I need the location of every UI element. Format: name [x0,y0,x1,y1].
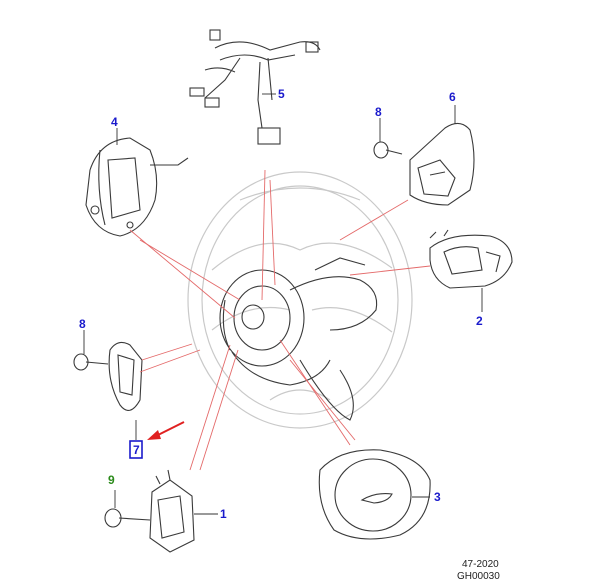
screw-part-8-lower [73,353,109,371]
callout-6[interactable]: 6 [449,90,456,104]
callout-4[interactable]: 4 [111,115,118,129]
callout-9[interactable]: 9 [108,473,115,487]
screw-part-8-upper [373,141,403,159]
switch-pack-part-1 [149,469,195,553]
callout-3[interactable]: 3 [434,490,441,504]
switch-pack-part-2 [429,229,513,289]
drawing-code: GH00030 [457,571,500,582]
paddle-shifter-part-6 [409,122,475,206]
callout-7-highlight-box [129,440,143,459]
screw-part-9 [104,508,151,528]
callout-2[interactable]: 2 [476,314,483,328]
date-code: 47-2020 [462,559,499,570]
highlight-arrow [147,421,185,440]
steering-wheel-ghost [187,171,413,429]
clock-spring-part-4 [85,137,189,237]
red-leader-lines [129,169,431,471]
callout-1[interactable]: 1 [220,507,227,521]
callout-8-upper[interactable]: 8 [375,105,382,119]
callout-5[interactable]: 5 [278,87,285,101]
steering-hub [219,257,378,421]
paddle-shifter-left [108,341,143,411]
airbag-module-part-3 [318,449,431,540]
wiring-harness-part-5 [189,29,321,145]
callout-7[interactable]: 7 [133,443,140,457]
callout-8-lower[interactable]: 8 [79,317,86,331]
callout-leader-lines [83,93,483,515]
